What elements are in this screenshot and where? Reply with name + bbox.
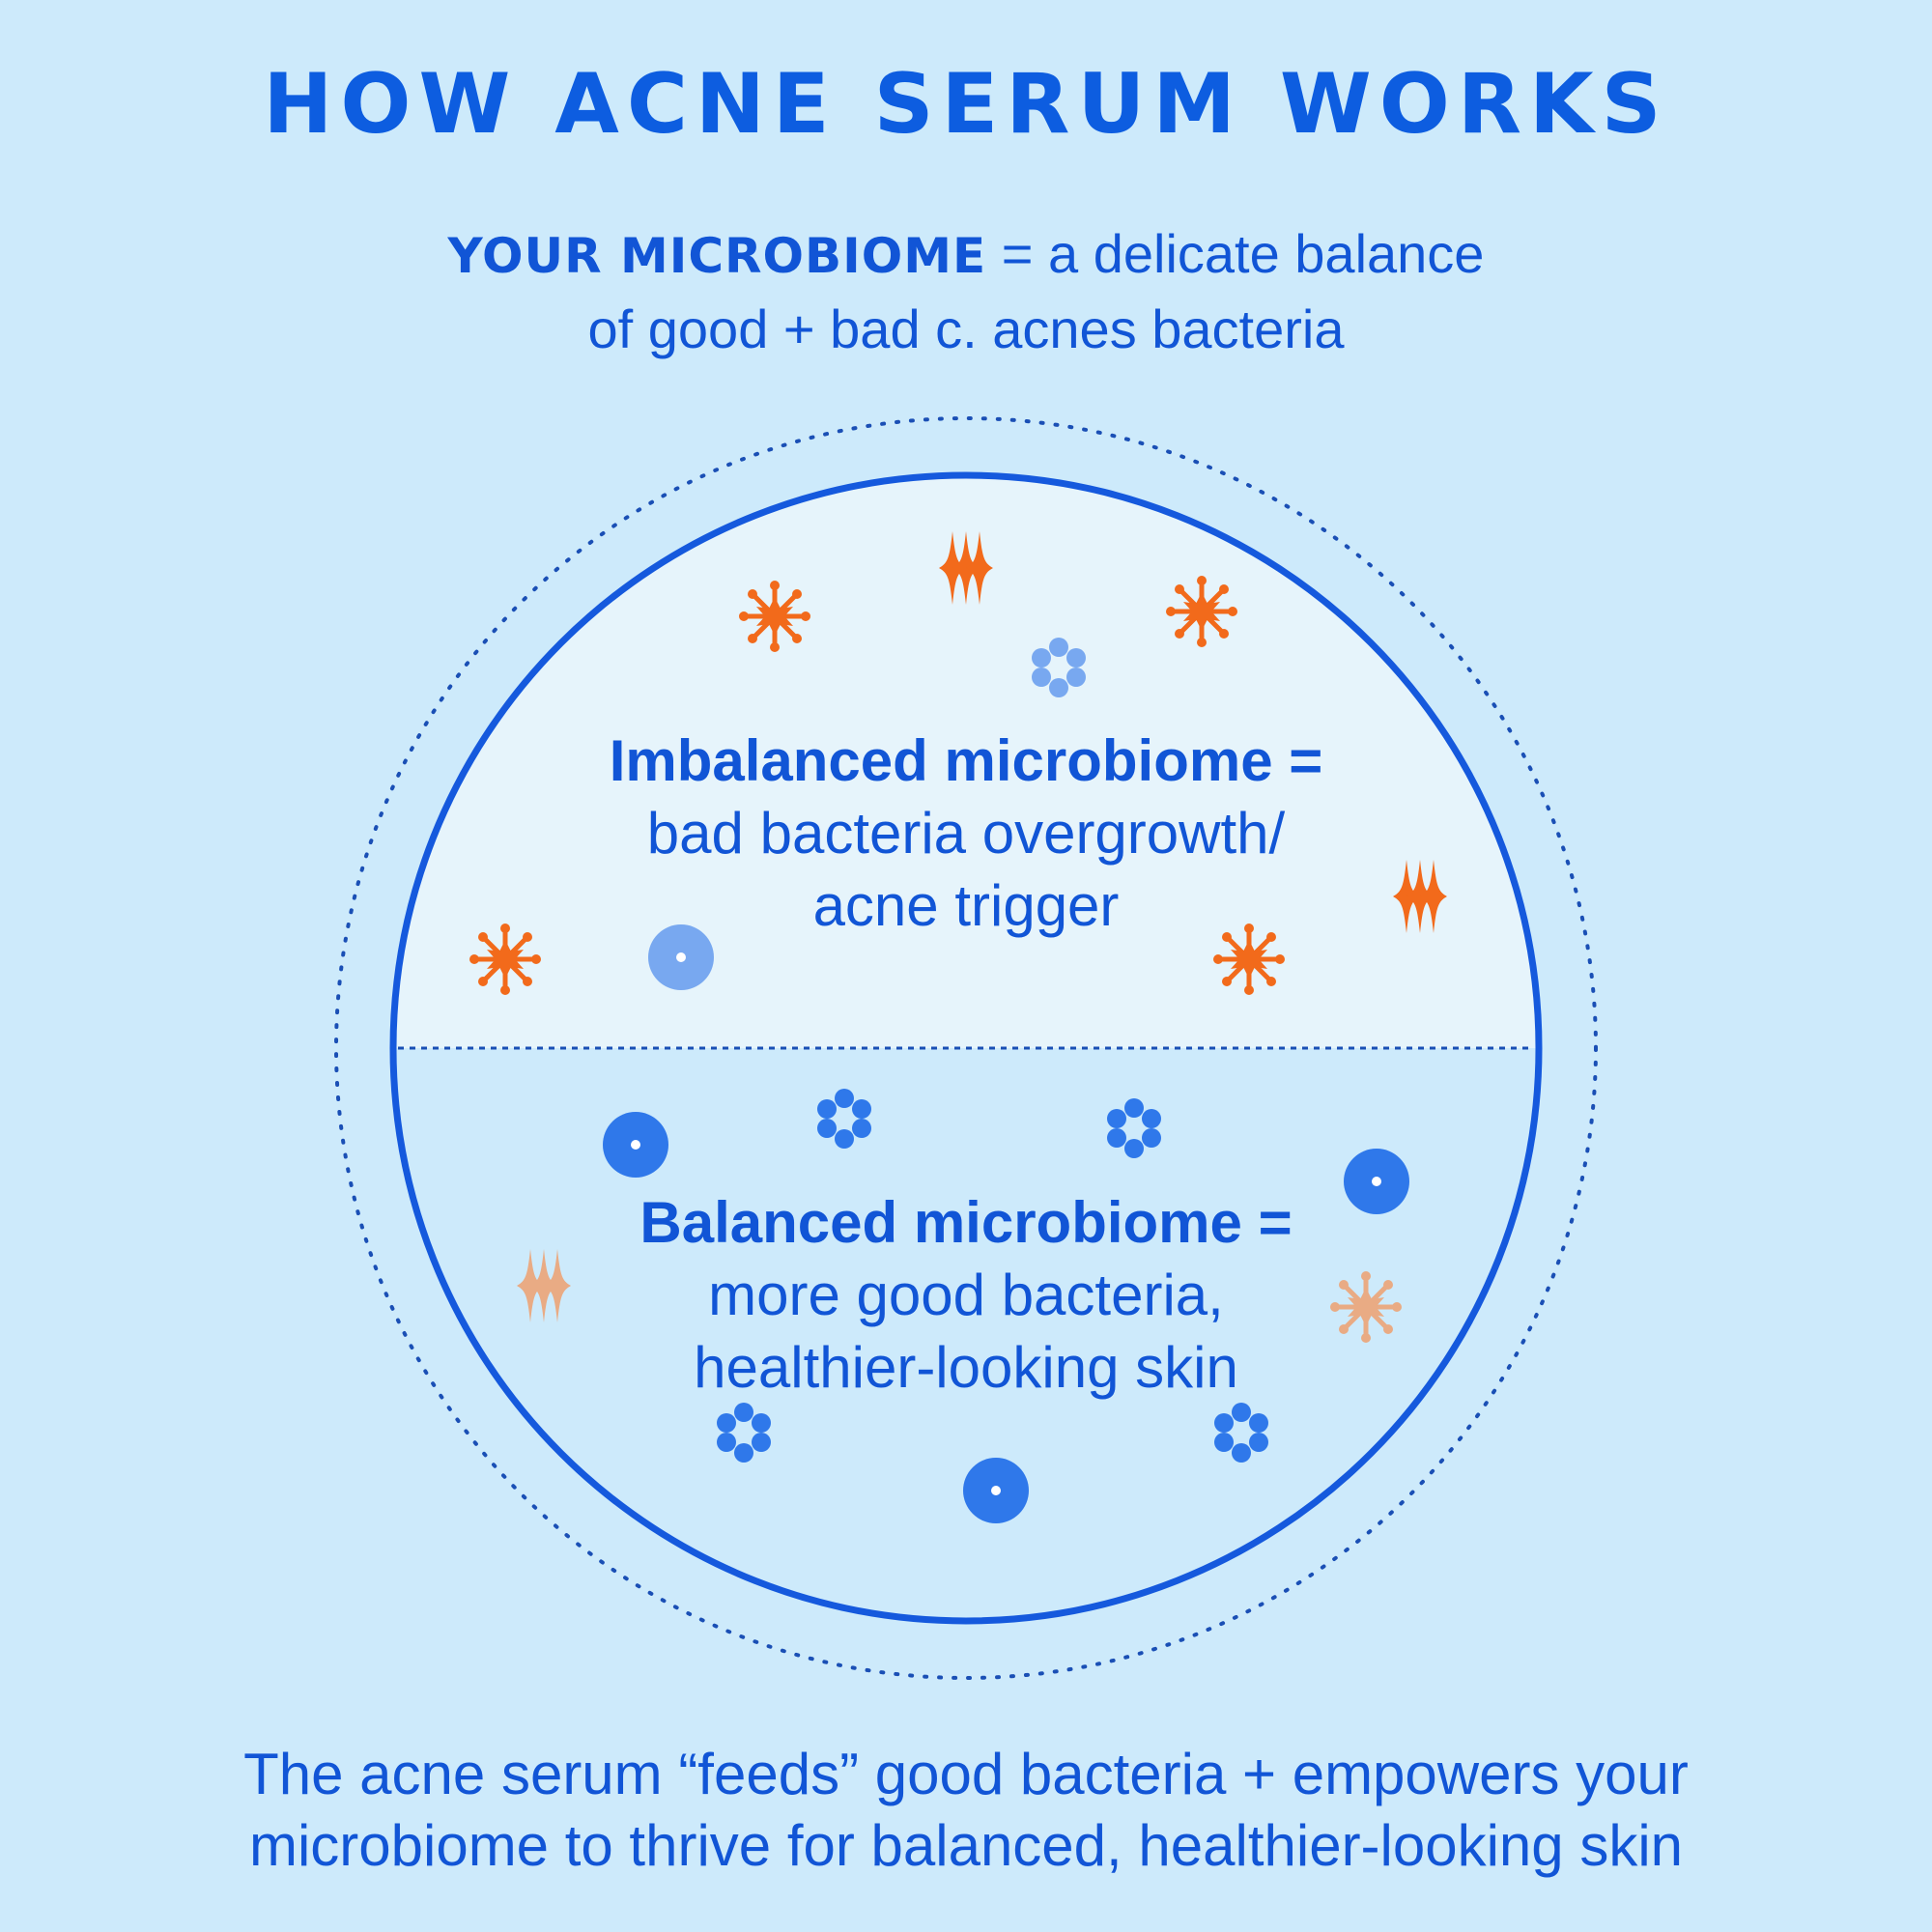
imbalanced-line-1: bad bacteria overgrowth/ bbox=[646, 801, 1286, 866]
good-bacteria-ring-icon bbox=[717, 1403, 771, 1463]
intro-text-line1: = a delicate balance bbox=[986, 223, 1485, 284]
footer-text: The acne serum “feeds” good bacteria + e… bbox=[0, 1739, 1932, 1882]
outer-dotted-ring bbox=[334, 416, 1598, 1680]
intro-strong: YOUR MICROBIOME bbox=[447, 228, 987, 284]
good-bacteria-ring-icon bbox=[1107, 1098, 1161, 1158]
imbalanced-description: Imbalanced microbiome = bad bacteria ove… bbox=[483, 724, 1449, 942]
good-bacteria-ring-icon bbox=[817, 1089, 871, 1149]
balanced-description: Balanced microbiome = more good bacteria… bbox=[483, 1186, 1449, 1404]
imbalanced-line-2: acne trigger bbox=[812, 873, 1120, 938]
footer-line-2: microbiome to thrive for balanced, healt… bbox=[248, 1813, 1684, 1878]
good-bacteria-ring-icon bbox=[1214, 1403, 1268, 1463]
intro-text: YOUR MICROBIOME = a delicate balance of … bbox=[0, 217, 1932, 365]
imbalanced-heading: Imbalanced microbiome = bbox=[609, 728, 1323, 793]
good-bacteria-dot-icon bbox=[963, 1458, 1029, 1523]
imbalanced-half-fill bbox=[393, 475, 1539, 1048]
intro-line-1: YOUR MICROBIOME = a delicate balance bbox=[0, 217, 1932, 293]
balanced-heading: Balanced microbiome = bbox=[639, 1190, 1293, 1255]
balanced-line-2: healthier-looking skin bbox=[694, 1335, 1238, 1400]
main-circle bbox=[389, 471, 1543, 1625]
footer-line-1: The acne serum “feeds” good bacteria + e… bbox=[243, 1742, 1689, 1806]
good-bacteria-dot-icon bbox=[603, 1112, 668, 1178]
balanced-line-1: more good bacteria, bbox=[708, 1263, 1224, 1327]
bad-bacteria-virus-icon bbox=[1166, 576, 1237, 647]
page-title: HOW ACNE SERUM WORKS bbox=[263, 56, 1669, 153]
intro-text-line2: of good + bad c. acnes bacteria bbox=[587, 298, 1345, 359]
bad-bacteria-virus-icon bbox=[739, 581, 810, 652]
